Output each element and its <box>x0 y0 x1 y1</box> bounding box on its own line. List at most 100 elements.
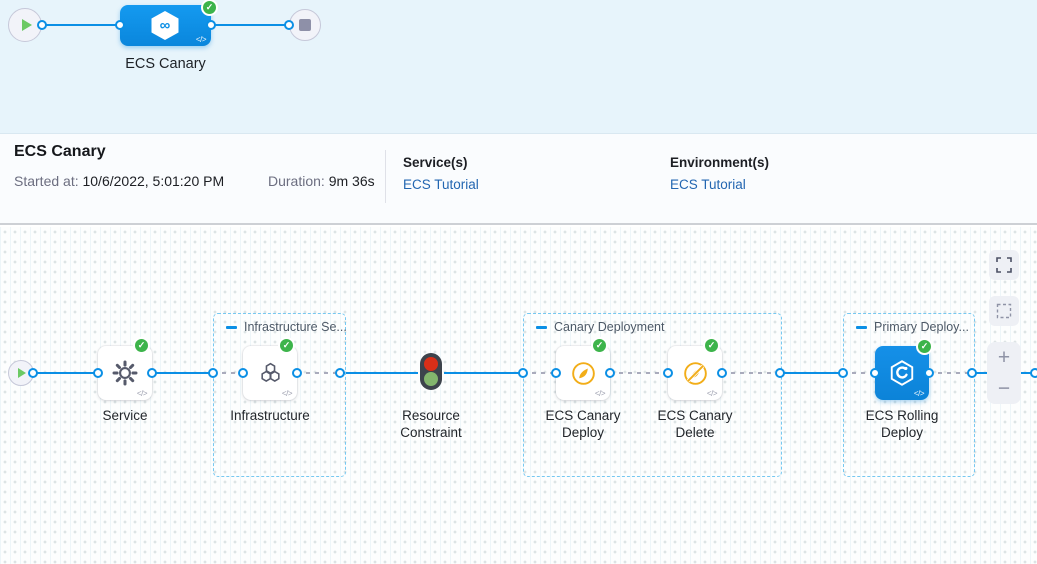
edge <box>33 372 98 374</box>
step-ecs-canary-delete[interactable]: ✓ </> <box>668 337 722 400</box>
step-label: Infrastructure <box>230 408 310 423</box>
execution-details-bar: ECS Canary Started at: 10/6/2022, 5:01:2… <box>0 134 1037 225</box>
pipeline-stage-icon: ∞ <box>151 11 179 40</box>
edge-connector <box>238 368 248 378</box>
infinity-glyph: ∞ <box>159 17 171 34</box>
dashed-edge <box>929 372 972 374</box>
pipeline-title: ECS Canary <box>14 143 106 160</box>
collapse-icon[interactable] <box>536 325 547 329</box>
edge-connector <box>208 368 218 378</box>
step-ecs-canary-deploy[interactable]: ✓ </> <box>556 337 610 400</box>
edge <box>444 372 523 374</box>
collapse-icon[interactable] <box>226 325 237 329</box>
canary-delete-icon <box>683 361 707 385</box>
execution-graph-canvas[interactable]: Infrastructure Se... Canary Deployment P… <box>0 227 1037 564</box>
environments-block: Environment(s) ECS Tutorial <box>670 155 769 192</box>
step-label: Service <box>102 408 148 423</box>
gear-icon <box>112 360 138 386</box>
edge-connector <box>1030 368 1037 378</box>
step-label: Resource Constraint <box>400 408 462 440</box>
edge <box>780 372 843 374</box>
zoom-in-button[interactable]: + <box>997 346 1011 369</box>
code-icon: </> <box>195 35 207 44</box>
edge-connector <box>924 368 934 378</box>
group-canary-deployment: Canary Deployment <box>523 313 782 477</box>
edge-connector <box>93 368 103 378</box>
stop-pipeline-button[interactable] <box>289 9 321 41</box>
code-icon: </> <box>594 389 606 398</box>
step-label: ECS Rolling Deploy <box>865 408 939 440</box>
dashed-edge <box>843 372 875 374</box>
edge-connector <box>717 368 727 378</box>
run-pipeline-button[interactable] <box>8 8 42 42</box>
marquee-select-icon <box>996 303 1012 319</box>
success-check-icon: ✓ <box>703 337 720 354</box>
edge-connector <box>967 368 977 378</box>
services-label: Service(s) <box>403 155 468 170</box>
edge-connector <box>551 368 561 378</box>
duration: Duration: 9m 36s <box>268 173 375 189</box>
services-link[interactable]: ECS Tutorial <box>403 177 479 192</box>
step-service[interactable]: ✓ </> <box>98 337 152 400</box>
dashed-edge <box>610 372 668 374</box>
success-check-icon: ✓ <box>133 337 150 354</box>
stage-connector-line <box>211 24 291 26</box>
success-check-icon: ✓ <box>916 338 933 355</box>
marquee-select-button[interactable] <box>989 296 1019 326</box>
step-ecs-rolling-deploy[interactable]: ✓ </> <box>875 338 933 400</box>
group-infrastructure: Infrastructure Se... <box>213 313 347 477</box>
success-check-icon: ✓ <box>591 337 608 354</box>
edge <box>152 372 213 374</box>
collapse-icon[interactable] <box>856 325 867 329</box>
fit-to-screen-button[interactable] <box>989 250 1019 280</box>
services-block: Service(s) ECS Tutorial <box>403 155 479 192</box>
dashed-edge <box>722 372 780 374</box>
edge <box>340 372 418 374</box>
edge-connector <box>206 20 216 30</box>
step-label: ECS Canary Deploy <box>545 408 621 440</box>
edge-connector <box>115 20 125 30</box>
dashed-edge <box>213 372 243 374</box>
code-icon: </> <box>913 389 925 398</box>
divider <box>385 150 386 203</box>
edge-connector <box>605 368 615 378</box>
group-primary-deployment: Primary Deploy... <box>843 313 975 477</box>
zoom-out-button[interactable]: − <box>997 377 1011 400</box>
edge-connector <box>37 20 47 30</box>
edge-connector <box>28 368 38 378</box>
stage-graph-bar: ∞ ✓ </> ECS Canary <box>0 0 1037 134</box>
zoom-panel: + − <box>987 342 1021 404</box>
edge-connector <box>147 368 157 378</box>
edge-connector <box>663 368 673 378</box>
group-title: Canary Deployment <box>554 320 665 334</box>
traffic-light-icon <box>424 357 438 371</box>
edge-connector <box>284 20 294 30</box>
edge-connector <box>870 368 880 378</box>
edge-connector <box>518 368 528 378</box>
success-check-icon: ✓ <box>201 0 218 16</box>
group-title: Primary Deploy... <box>874 320 969 334</box>
code-icon: </> <box>136 389 148 398</box>
code-icon: </> <box>706 389 718 398</box>
step-infrastructure[interactable]: ✓ </> <box>243 337 297 400</box>
edge-connector <box>335 368 345 378</box>
canary-icon <box>571 361 595 385</box>
hexagon-cluster-icon <box>260 362 280 382</box>
play-icon <box>18 368 26 378</box>
step-resource-constraint[interactable] <box>420 353 442 390</box>
success-check-icon: ✓ <box>278 337 295 354</box>
dashed-edge <box>523 372 556 374</box>
stage-node-ecs-canary[interactable]: ∞ ✓ </> <box>120 0 218 46</box>
expand-icon <box>996 257 1012 273</box>
graph-start-node <box>8 360 34 386</box>
step-label: ECS Canary Delete <box>657 408 733 440</box>
rolling-deploy-icon <box>890 360 914 386</box>
code-icon: </> <box>281 389 293 398</box>
environments-link[interactable]: ECS Tutorial <box>670 177 746 192</box>
stop-icon <box>299 19 311 31</box>
edge-connector <box>775 368 785 378</box>
edge-connector <box>292 368 302 378</box>
started-at: Started at: 10/6/2022, 5:01:20 PM <box>14 173 225 189</box>
edge-connector <box>838 368 848 378</box>
